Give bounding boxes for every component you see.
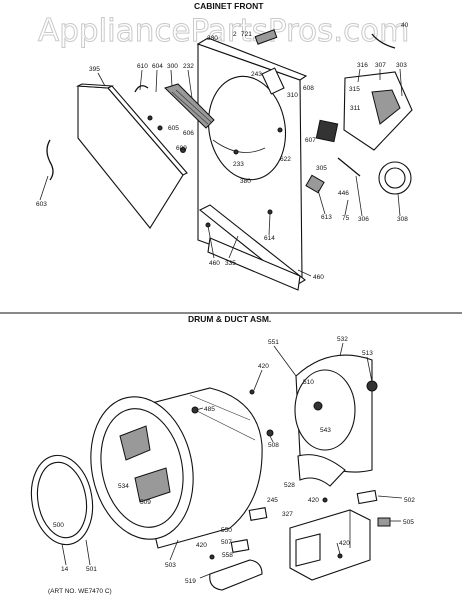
callout-380-a: 380 <box>240 178 251 185</box>
callout-500: 500 <box>53 522 64 529</box>
callout-608: 608 <box>303 85 314 92</box>
drum-duct-illustration <box>30 354 391 591</box>
callout-532: 532 <box>337 336 348 343</box>
callout-303: 303 <box>396 62 407 69</box>
callout-307: 307 <box>375 62 386 69</box>
lint-filter <box>164 83 215 129</box>
callout-316: 316 <box>357 62 368 69</box>
callout-380-b: 380 <box>207 35 218 42</box>
callout-503: 503 <box>165 562 176 569</box>
callout-75: 75 <box>342 215 350 222</box>
callout-460-a: 460 <box>209 260 220 267</box>
callout-509: 509 <box>140 499 151 506</box>
callout-460-b: 460 <box>313 274 324 281</box>
callout-558: 558 <box>222 552 233 559</box>
callout-485: 485 <box>204 406 215 413</box>
callout-40: 40 <box>401 22 409 29</box>
callout-232: 232 <box>183 63 194 70</box>
cabinet-front-illustration <box>46 29 413 291</box>
callout-605: 605 <box>168 125 179 132</box>
callout-310: 310 <box>287 92 298 99</box>
callout-14: 14 <box>61 566 69 573</box>
art-number: (ART NO. WE7470 C) <box>48 588 112 595</box>
callout-502: 502 <box>404 497 415 504</box>
callout-327: 327 <box>282 511 293 518</box>
leader-lines-top <box>39 68 403 277</box>
leader-lines-bottom <box>61 342 403 579</box>
callout-550: 550 <box>221 527 232 534</box>
callout-335: 335 <box>225 260 236 267</box>
callout-604: 604 <box>152 63 163 70</box>
callout-233: 233 <box>233 161 244 168</box>
section-title-cabinet-front: CABINET FRONT <box>194 1 264 11</box>
callout-507: 507 <box>221 539 232 546</box>
callout-420-a: 420 <box>258 363 269 370</box>
callout-243: 243 <box>251 71 262 78</box>
callout-505: 505 <box>403 519 414 526</box>
callout-721: 721 <box>241 31 252 38</box>
callout-622: 622 <box>280 156 291 163</box>
callout-420-b: 420 <box>308 497 319 504</box>
callout-300: 300 <box>167 63 178 70</box>
callout-245: 245 <box>267 497 278 504</box>
callout-551: 551 <box>268 339 279 346</box>
callout-305: 305 <box>316 165 327 172</box>
callout-501: 501 <box>86 566 97 573</box>
callout-311: 311 <box>350 105 361 112</box>
callout-610: 610 <box>137 63 148 70</box>
callout-613: 613 <box>321 214 332 221</box>
callout-606: 606 <box>183 130 194 137</box>
callout-308: 308 <box>397 216 408 223</box>
callout-306: 306 <box>358 216 369 223</box>
callout-528: 528 <box>284 482 295 489</box>
section-title-drum-duct: DRUM & DUCT ASM. <box>188 314 271 324</box>
heater <box>209 559 263 591</box>
callout-395: 395 <box>89 66 100 73</box>
callouts-cabinet-front: 395 610 604 300 232 605 606 609 603 233 … <box>36 22 409 281</box>
callout-543: 543 <box>320 427 331 434</box>
callout-607: 607 <box>305 137 316 144</box>
callout-420-d: 420 <box>196 542 207 549</box>
callout-609: 609 <box>176 145 187 152</box>
callout-534: 534 <box>118 483 129 490</box>
callout-2: 2 <box>233 31 237 38</box>
door-handle <box>46 139 54 181</box>
callout-513: 513 <box>362 350 373 357</box>
callout-446: 446 <box>338 190 349 197</box>
callout-420-c: 420 <box>339 540 350 547</box>
callout-603: 603 <box>36 201 47 208</box>
callout-614: 614 <box>264 235 275 242</box>
callout-315: 315 <box>349 86 360 93</box>
callouts-drum-duct: 551 532 513 420 510 485 543 508 534 509 … <box>53 336 415 585</box>
callout-508-a: 508 <box>268 442 279 449</box>
callout-510: 510 <box>303 379 314 386</box>
callout-519: 519 <box>185 578 196 585</box>
watermark: AppliancePartsPros.com <box>38 13 409 49</box>
